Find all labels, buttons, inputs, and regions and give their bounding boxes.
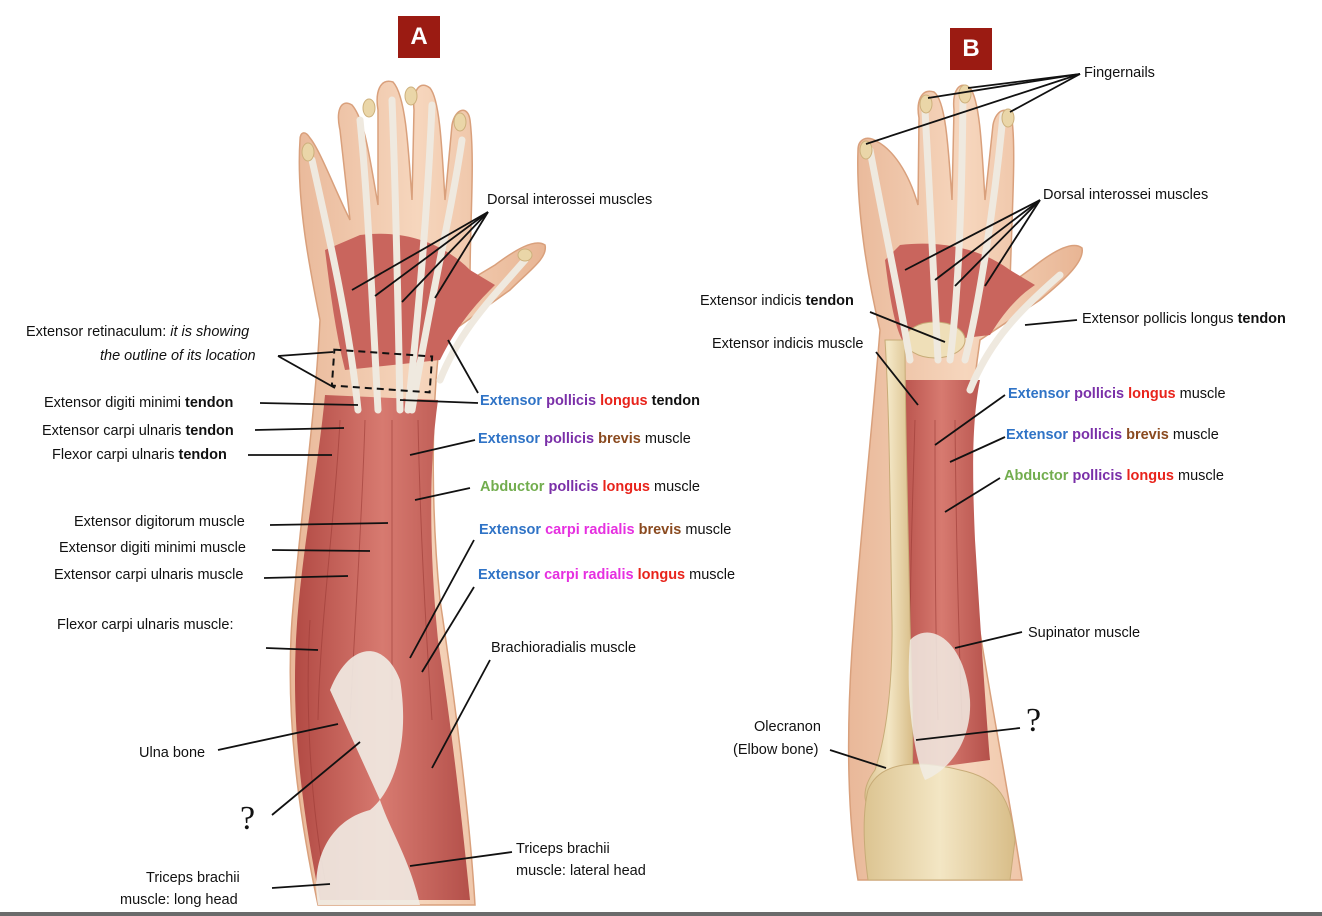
word-longus: longus	[602, 479, 650, 495]
label-b-epl-muscle: Extensor pollicis longus muscle	[1008, 385, 1226, 403]
label-b-dorsal-interossei: Dorsal interossei muscles	[1043, 187, 1209, 203]
word-muscle: muscle	[1179, 386, 1226, 402]
edm-tendon-prefix: Extensor digiti minimi	[44, 395, 186, 411]
word-extensor: Extensor	[1008, 386, 1071, 402]
word-carpi-radialis: carpi radialis	[544, 567, 634, 583]
retinaculum-italic-1: it is showing	[170, 324, 250, 340]
word-muscle: muscle	[654, 479, 700, 495]
label-b-supinator: Supinator muscle	[1028, 625, 1141, 641]
question-mark-b: ?	[1026, 702, 1042, 739]
elbow-b-bone	[863, 763, 1016, 881]
word-longus: longus	[637, 567, 686, 583]
word-brevis: brevis	[1126, 427, 1169, 443]
word-abductor: Abductor	[480, 479, 545, 495]
label-a-ulna: Ulna bone	[139, 745, 206, 761]
panel-a-illustration	[289, 80, 546, 906]
label-a-fcu-muscle: Flexor carpi ulnaris muscle:	[57, 617, 234, 633]
hand-b-muscles	[885, 243, 1035, 345]
label-a-dorsal-interossei: Dorsal interossei muscles	[487, 192, 653, 208]
leader-lines	[217, 73, 1081, 889]
label-b-apl-muscle: Abductor pollicis longus muscle	[1004, 467, 1224, 485]
label-a-ecrl-muscle: Extensor carpi radialis longus muscle	[478, 566, 735, 584]
word-extensor: Extensor	[479, 522, 542, 538]
word-brevis: brevis	[638, 522, 682, 538]
word-tendon: tendon	[651, 393, 700, 409]
word-longus: longus	[600, 393, 648, 409]
elbow-a-tendon	[316, 651, 420, 905]
ei-tendon-prefix: Extensor indicis	[700, 293, 806, 309]
word-pollicis: pollicis	[1072, 427, 1123, 443]
word-extensor: Extensor	[478, 567, 541, 583]
word-muscle: muscle	[1172, 427, 1219, 443]
label-a-triceps-long-1: Triceps brachii	[146, 870, 240, 886]
label-a-triceps-long-2: muscle: long head	[120, 892, 238, 908]
arm-a-muscles	[295, 395, 470, 900]
word-pollicis: pollicis	[546, 393, 597, 409]
elbow-b-tendon	[908, 632, 971, 780]
label-a-fcu-tendon: Flexor carpi ulnaris tendon	[52, 446, 227, 464]
panel-b-illustration	[847, 84, 1083, 881]
word-abductor: Abductor	[1004, 468, 1069, 484]
word-longus: longus	[1128, 386, 1176, 402]
label-a-edm-tendon: Extensor digiti minimi tendon	[44, 394, 233, 412]
label-a-brachioradialis: Brachioradialis muscle	[491, 640, 637, 656]
word-muscle: muscle	[685, 522, 732, 538]
word-pollicis: pollicis	[1072, 468, 1123, 484]
label-a-extensor-retinaculum: Extensor retinaculum: it is showing	[26, 323, 249, 341]
ecu-tendon-bold: tendon	[185, 423, 234, 439]
label-b-ei-muscle: Extensor indicis muscle	[712, 336, 864, 352]
word-carpi-radialis: carpi radialis	[545, 522, 635, 538]
word-longus: longus	[1126, 468, 1174, 484]
label-b-epl-tendon: Extensor pollicis longus tendon	[1082, 310, 1286, 328]
label-b-fingernails: Fingernails	[1084, 65, 1155, 81]
word-extensor: Extensor	[1006, 427, 1069, 443]
word-extensor: Extensor	[478, 431, 541, 447]
label-b-olecranon-1: Olecranon	[754, 719, 821, 735]
word-muscle: muscle	[644, 431, 691, 447]
edm-tendon-bold: tendon	[185, 395, 234, 411]
word-muscle: muscle	[1178, 468, 1224, 484]
word-pollicis: pollicis	[544, 431, 595, 447]
panel-b-badge: B	[950, 28, 992, 70]
label-a-ecu-muscle: Extensor carpi ulnaris muscle	[54, 567, 244, 583]
label-a-epl-tendon: Extensor pollicis longus tendon	[480, 392, 700, 410]
ecu-tendon-prefix: Extensor carpi ulnaris	[42, 423, 186, 439]
fcu-tendon-prefix: Flexor carpi ulnaris	[52, 447, 179, 463]
extensor-retinaculum-outline	[330, 348, 434, 394]
label-a-ecu-tendon: Extensor carpi ulnaris tendon	[42, 422, 234, 440]
label-a-apl-muscle: Abductor pollicis longus muscle	[480, 478, 700, 496]
label-b-olecranon-2: (Elbow bone)	[733, 742, 819, 758]
word-pollicis: pollicis	[548, 479, 599, 495]
label-a-triceps-lateral-2: muscle: lateral head	[516, 863, 646, 879]
word-pollicis: pollicis	[1074, 386, 1125, 402]
word-muscle: muscle	[689, 567, 736, 583]
question-mark-a: ?	[240, 800, 256, 837]
word-extensor: Extensor	[480, 393, 543, 409]
retinaculum-prefix: Extensor retinaculum:	[26, 324, 171, 340]
panel-a-badge: A	[398, 16, 440, 58]
epl-tendon-prefix: Extensor pollicis longus	[1082, 311, 1238, 327]
label-a-triceps-lateral-1: Triceps brachii	[516, 841, 610, 857]
label-a-edm-muscle: Extensor digiti minimi muscle	[59, 540, 246, 556]
label-a-ecrb-muscle: Extensor carpi radialis brevis muscle	[479, 521, 731, 539]
fcu-tendon-bold: tendon	[178, 447, 227, 463]
bottom-border	[0, 912, 1322, 916]
epl-tendon-bold: tendon	[1237, 311, 1286, 327]
label-b-epb-muscle: Extensor pollicis brevis muscle	[1006, 426, 1219, 444]
word-brevis: brevis	[598, 431, 641, 447]
ei-tendon-bold: tendon	[805, 293, 854, 309]
retinaculum-italic-2: the outline of its location	[100, 348, 256, 364]
label-a-extensor-digitorum: Extensor digitorum muscle	[74, 514, 245, 530]
label-b-ei-tendon: Extensor indicis tendon	[700, 292, 854, 310]
label-a-epb-muscle: Extensor pollicis brevis muscle	[478, 430, 691, 448]
label-a-retinaculum-line2: the outline of its location	[100, 347, 256, 365]
